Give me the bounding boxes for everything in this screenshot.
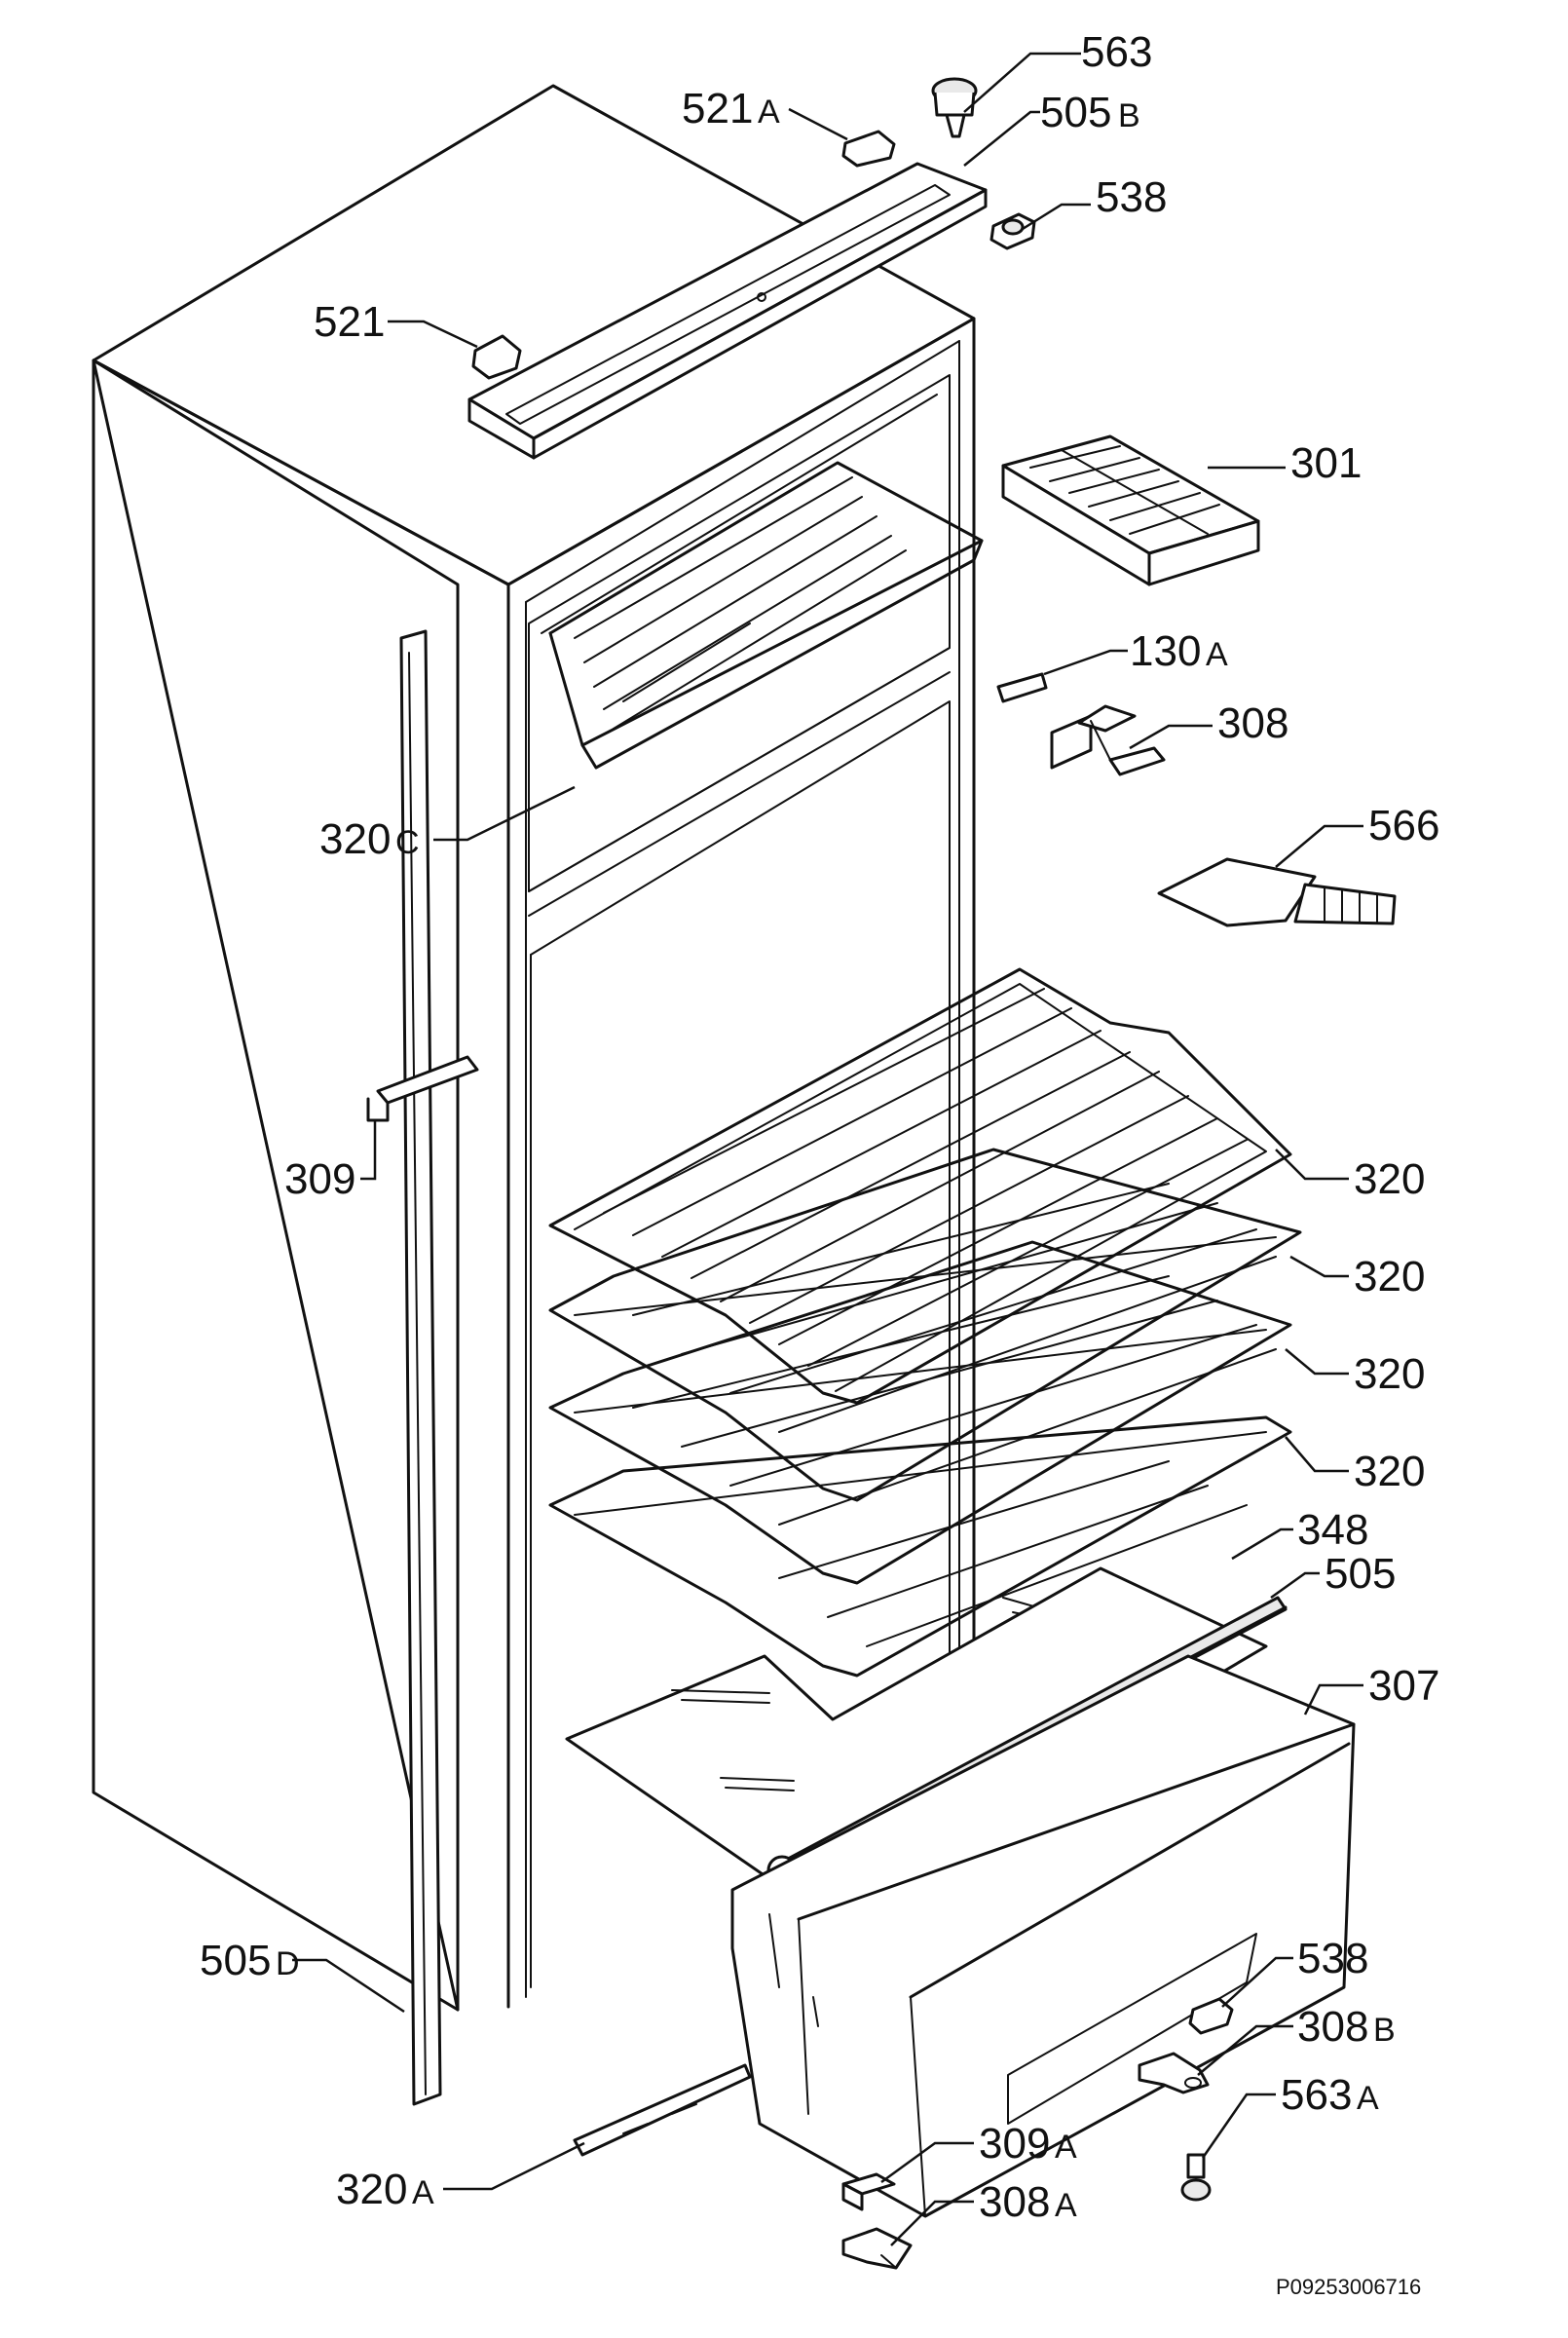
label-130a: 130 [1130, 627, 1201, 675]
part-labels: 563 521 A 505 B 538 521 301 130 A 308 32… [200, 28, 1439, 2299]
part-521-cap [471, 334, 522, 380]
label-320-4: 320 [1354, 1448, 1425, 1495]
drawing-reference-code: P09253006716 [1276, 2275, 1421, 2299]
part-309a-block [841, 2172, 896, 2211]
top-hinge-cover [467, 162, 988, 460]
door-seal-strip [399, 629, 442, 2106]
leader-lines [292, 52, 1363, 2246]
label-521: 521 [314, 298, 385, 346]
label-320c-suffix: C [395, 824, 420, 861]
label-521a-suffix: A [758, 94, 780, 131]
part-521a-cap [841, 130, 896, 168]
label-320c: 320 [319, 815, 391, 863]
part-301-ice-tray [1001, 434, 1260, 586]
label-505: 505 [1325, 1550, 1396, 1598]
label-309a-suffix: A [1055, 2129, 1077, 2166]
part-538-top-cap [989, 212, 1036, 250]
label-308b-suffix: B [1373, 2012, 1396, 2049]
label-348: 348 [1297, 1506, 1368, 1554]
part-130a-plate [996, 672, 1048, 703]
label-505b: 505 [1040, 89, 1111, 136]
label-309a: 309 [979, 2120, 1050, 2168]
label-320-2: 320 [1354, 1253, 1425, 1301]
wire-shelf-3 [548, 1240, 1292, 1585]
label-566: 566 [1368, 802, 1439, 849]
part-307-crisper-drawer [730, 1654, 1356, 2218]
label-563a: 563 [1281, 2071, 1352, 2119]
label-307: 307 [1368, 1662, 1439, 1710]
part-320a-bottom-rail [573, 2063, 752, 2157]
label-308b: 308 [1297, 2003, 1368, 2051]
label-505d: 505 [200, 1937, 271, 1984]
part-308b-hinge [1138, 2052, 1210, 2094]
part-563-screw [931, 77, 978, 138]
label-308a-suffix: A [1055, 2187, 1077, 2224]
label-320a-suffix: A [412, 2174, 434, 2211]
label-563: 563 [1081, 28, 1152, 76]
part-566-scraper [1157, 857, 1397, 927]
label-538-top: 538 [1096, 173, 1167, 221]
part-308a-hinge [841, 2227, 913, 2270]
label-320-1: 320 [1354, 1155, 1425, 1203]
part-538-bottom-cap [1188, 1997, 1234, 2035]
label-308a: 308 [979, 2178, 1050, 2226]
part-308-hinge [1050, 704, 1166, 776]
freezer-shelf [548, 461, 984, 770]
label-130a-suffix: A [1206, 636, 1228, 673]
label-308: 308 [1217, 699, 1288, 747]
cabinet-body [92, 84, 976, 2012]
label-320a: 320 [336, 2166, 407, 2213]
wire-shelf-2 [548, 1148, 1302, 1502]
label-521a: 521 [682, 85, 753, 132]
label-309: 309 [284, 1155, 355, 1203]
part-563a-screw [1180, 2153, 1212, 2202]
label-563a-suffix: A [1357, 2080, 1379, 2117]
label-320-3: 320 [1354, 1350, 1425, 1398]
wire-shelf-1 [548, 967, 1292, 1405]
label-301: 301 [1290, 439, 1362, 487]
label-505b-suffix: B [1118, 97, 1140, 134]
label-538-bottom: 538 [1297, 1935, 1368, 1982]
label-505d-suffix: D [276, 1945, 300, 1982]
part-309-door-stop [366, 1055, 479, 1122]
